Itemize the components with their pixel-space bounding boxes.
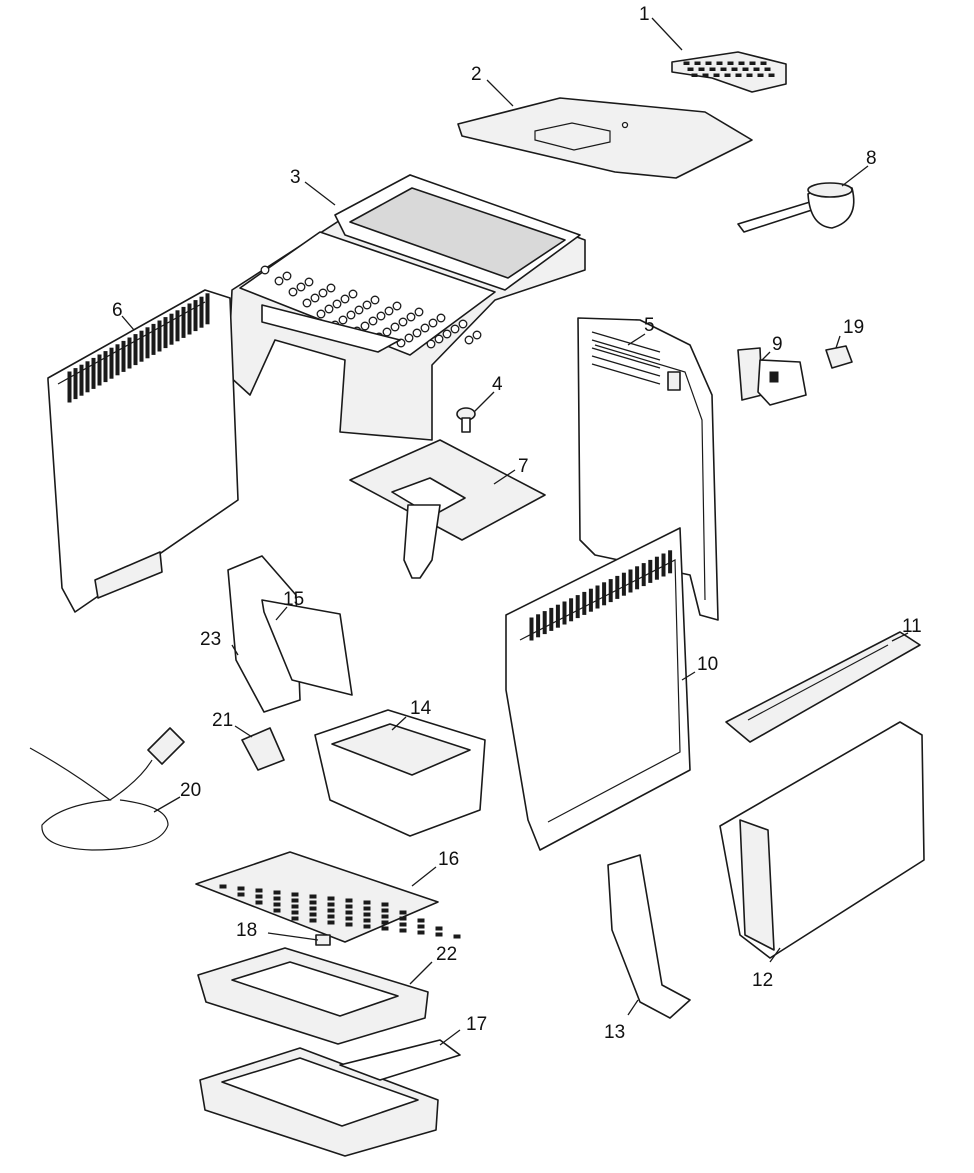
callout-5: 5 (644, 315, 655, 336)
callout-11: 11 (902, 616, 922, 637)
part-13-side-trim (607, 854, 691, 1019)
callout-9: 9 (772, 334, 783, 355)
part-2-lid (457, 97, 753, 179)
part-3-top-cover (227, 174, 586, 441)
part-17-drip-tray (199, 1039, 461, 1157)
callout-21: 21 (212, 710, 233, 731)
part-15-bracket-plate (261, 599, 353, 696)
callout-1: 1 (639, 4, 650, 25)
part-21-plug-socket (241, 727, 285, 771)
part-8-measuring-scoop (737, 182, 855, 233)
callout-13: 13 (604, 1022, 625, 1043)
part-7-funnel (349, 439, 546, 579)
part-10-front-frame (505, 527, 691, 851)
callout-labels: 1 2 3 4 5 6 7 8 9 10 11 12 13 14 15 16 1… (112, 4, 922, 1043)
callout-16: 16 (438, 849, 459, 870)
part-4-knob (456, 407, 476, 433)
part-22-tray-insert (197, 947, 429, 1045)
callout-6: 6 (112, 300, 123, 321)
callout-17: 17 (466, 1014, 487, 1035)
part-5-rear-frame (577, 317, 719, 621)
part-11-slide (725, 631, 921, 743)
callout-20: 20 (180, 780, 201, 801)
part-20-power-cord (29, 727, 185, 851)
callout-19: 19 (843, 317, 864, 338)
callout-8: 8 (866, 148, 877, 169)
callout-10: 10 (697, 654, 718, 675)
part-23-side-bracket (227, 555, 301, 713)
part-1-cup-grid (671, 51, 787, 93)
callout-4: 4 (492, 374, 503, 395)
callout-3: 3 (290, 167, 301, 188)
part-6-left-side-panel (47, 289, 239, 613)
callout-14: 14 (410, 698, 432, 719)
part-12-water-tank (719, 721, 925, 959)
callout-12: 12 (752, 970, 773, 991)
part-19-connector (825, 345, 853, 369)
part-16-drip-grid (195, 851, 461, 943)
callout-15: 15 (283, 589, 304, 610)
callout-7: 7 (518, 456, 529, 477)
callout-23: 23 (200, 629, 221, 650)
part-14-grounds-container (314, 709, 486, 837)
part-18-float (315, 934, 331, 946)
leader-lines (121, 17, 909, 1046)
part-9-switch (737, 347, 807, 406)
callout-18: 18 (236, 920, 257, 941)
callout-2: 2 (471, 64, 482, 85)
callout-22: 22 (436, 944, 457, 965)
